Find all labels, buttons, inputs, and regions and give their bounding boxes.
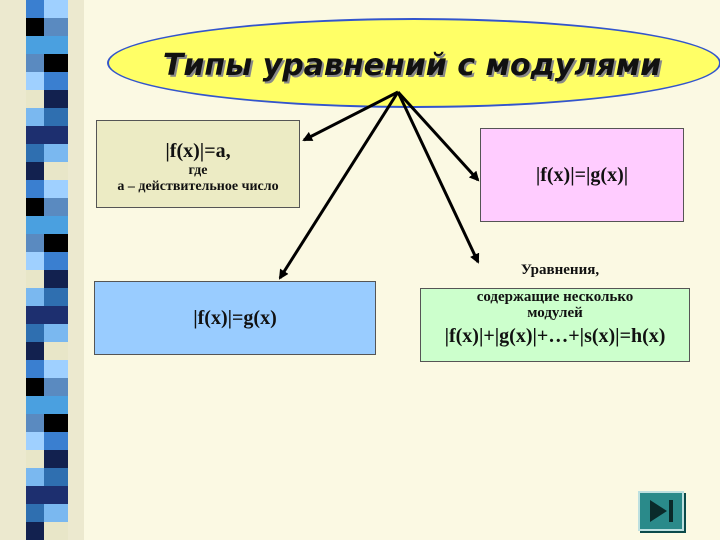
strip-block <box>26 432 44 450</box>
strip-block <box>44 270 68 288</box>
strip-block <box>44 306 68 324</box>
strip-block <box>26 468 44 486</box>
strip-block <box>26 18 44 36</box>
box4-formula: |f(x)|+|g(x)|+…+|s(x)|=h(x) <box>444 325 666 347</box>
arrow-to-box4 <box>396 91 480 264</box>
box1-where: где <box>188 163 208 178</box>
strip-block <box>44 0 68 18</box>
strip-block <box>26 198 44 216</box>
strip-block <box>26 0 44 18</box>
box4-heading: Уравнения, <box>520 262 600 278</box>
box-constant-equation: |f(x)|=a, где а – действительное число <box>96 120 300 208</box>
strip-block <box>44 90 68 108</box>
strip-block <box>44 18 68 36</box>
strip-block <box>44 72 68 90</box>
strip-block <box>26 414 44 432</box>
strip-block <box>44 144 68 162</box>
strip-block <box>26 342 44 360</box>
strip-block <box>26 504 44 522</box>
strip-block <box>44 36 68 54</box>
strip-block <box>44 288 68 306</box>
strip-block <box>26 522 44 540</box>
strip-block <box>44 486 68 504</box>
strip-block <box>44 108 68 126</box>
strip-block <box>26 252 44 270</box>
strip-block <box>26 54 44 72</box>
strip-block <box>26 36 44 54</box>
strip-block <box>26 288 44 306</box>
strip-block <box>44 216 68 234</box>
strip-block <box>44 432 68 450</box>
box-two-moduli-equation: |f(x)|=|g(x)| <box>480 128 684 222</box>
box3-formula: |f(x)|=g(x) <box>193 306 277 329</box>
arrow-to-box3 <box>278 91 400 280</box>
arrow-to-box2 <box>396 90 480 182</box>
strip-block <box>26 90 44 108</box>
strip-block <box>44 126 68 144</box>
strip-block <box>44 414 68 432</box>
strip-block <box>26 126 44 144</box>
strip-block <box>26 234 44 252</box>
strip-block <box>44 162 68 180</box>
strip-block <box>44 324 68 342</box>
box4-line2: модулей <box>527 305 583 321</box>
strip-block <box>26 180 44 198</box>
box1-formula: |f(x)|=a, <box>165 140 231 162</box>
strip-block <box>44 54 68 72</box>
box2-formula: |f(x)|=|g(x)| <box>535 163 629 186</box>
strip-block <box>26 306 44 324</box>
strip-block <box>26 72 44 90</box>
strip-block <box>26 324 44 342</box>
strip-block <box>44 234 68 252</box>
skip-end-icon <box>650 500 673 522</box>
strip-block <box>44 252 68 270</box>
strip-block <box>44 378 68 396</box>
strip-block <box>26 162 44 180</box>
strip-block <box>26 396 44 414</box>
strip-block <box>26 144 44 162</box>
strip-block <box>44 450 68 468</box>
skip-end-button[interactable] <box>638 491 684 531</box>
strip-block <box>44 468 68 486</box>
box4-line1: содержащие несколько <box>476 289 634 305</box>
strip-block <box>26 108 44 126</box>
strip-block <box>26 270 44 288</box>
strip-block <box>44 198 68 216</box>
strip-block <box>26 486 44 504</box>
box-function-equation: |f(x)|=g(x) <box>94 281 376 355</box>
strip-block <box>44 180 68 198</box>
strip-block <box>44 396 68 414</box>
strip-block <box>26 360 44 378</box>
box-multiple-moduli-equation: содержащие несколько модулей |f(x)|+|g(x… <box>420 288 690 362</box>
strip-block <box>44 360 68 378</box>
arrow-to-box1 <box>302 90 399 142</box>
title-oval <box>107 18 720 108</box>
box1-description: а – действительное число <box>117 179 279 194</box>
strip-block <box>44 342 68 360</box>
strip-block <box>44 522 68 540</box>
strip-block <box>26 216 44 234</box>
slide-title: Типы уравнений с модулями <box>162 48 662 83</box>
strip-block <box>26 450 44 468</box>
strip-block <box>26 378 44 396</box>
strip-block <box>44 504 68 522</box>
